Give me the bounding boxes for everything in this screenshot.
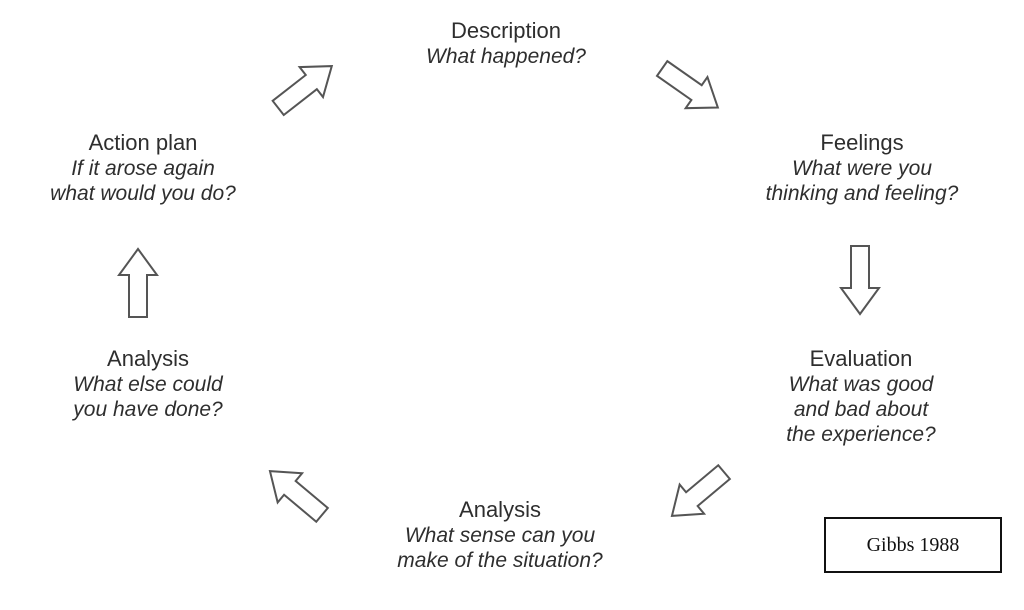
stage-question-line: What happened? <box>426 45 586 68</box>
arrow-feelings-to-evaluation-icon <box>840 245 880 315</box>
stage-question-line: If it arose again <box>71 157 215 180</box>
stage-title: Description <box>450 18 562 43</box>
stage-title: Evaluation <box>809 346 913 371</box>
stage-question-line: thinking and feeling? <box>765 182 959 205</box>
arrow-action-plan-to-description-icon <box>265 50 345 124</box>
stage-question-line: What else could <box>73 373 223 396</box>
stage-title: Analysis <box>107 346 189 371</box>
arrow-analysis-to-analysis-icon <box>256 455 336 531</box>
stage-evaluation: Evaluation What was good and bad about t… <box>786 346 935 447</box>
stage-action-plan: Action plan If it arose again what would… <box>50 130 236 206</box>
stage-question-line: make of the situation? <box>397 549 603 572</box>
stage-question-line: and bad about <box>793 398 929 421</box>
stage-title: Action plan <box>88 130 198 155</box>
stage-question-line: you have done? <box>73 398 223 421</box>
stage-question-line: What sense can you <box>404 524 596 547</box>
stage-analysis-sense: Analysis What sense can you make of the … <box>397 497 602 573</box>
stage-question-line: What were you <box>791 157 933 180</box>
stage-title: Analysis <box>459 497 541 522</box>
stage-question-line: What was good <box>788 373 934 396</box>
stage-analysis-else: Analysis What else could you have done? <box>73 346 222 422</box>
arrow-evaluation-to-analysis-icon <box>658 456 738 532</box>
stage-feelings: Feelings What were you thinking and feel… <box>766 130 959 206</box>
stage-description: Description What happened? <box>426 18 586 69</box>
arrow-analysis-to-action-plan-icon <box>118 248 158 318</box>
stage-title: Feelings <box>820 130 904 155</box>
stage-question-line: the experience? <box>786 423 936 446</box>
stage-question-line: what would you do? <box>50 182 236 205</box>
credit-text: Gibbs 1988 <box>866 533 960 556</box>
arrow-description-to-feelings-icon <box>650 51 730 125</box>
credit-box: Gibbs 1988 <box>824 517 1002 573</box>
